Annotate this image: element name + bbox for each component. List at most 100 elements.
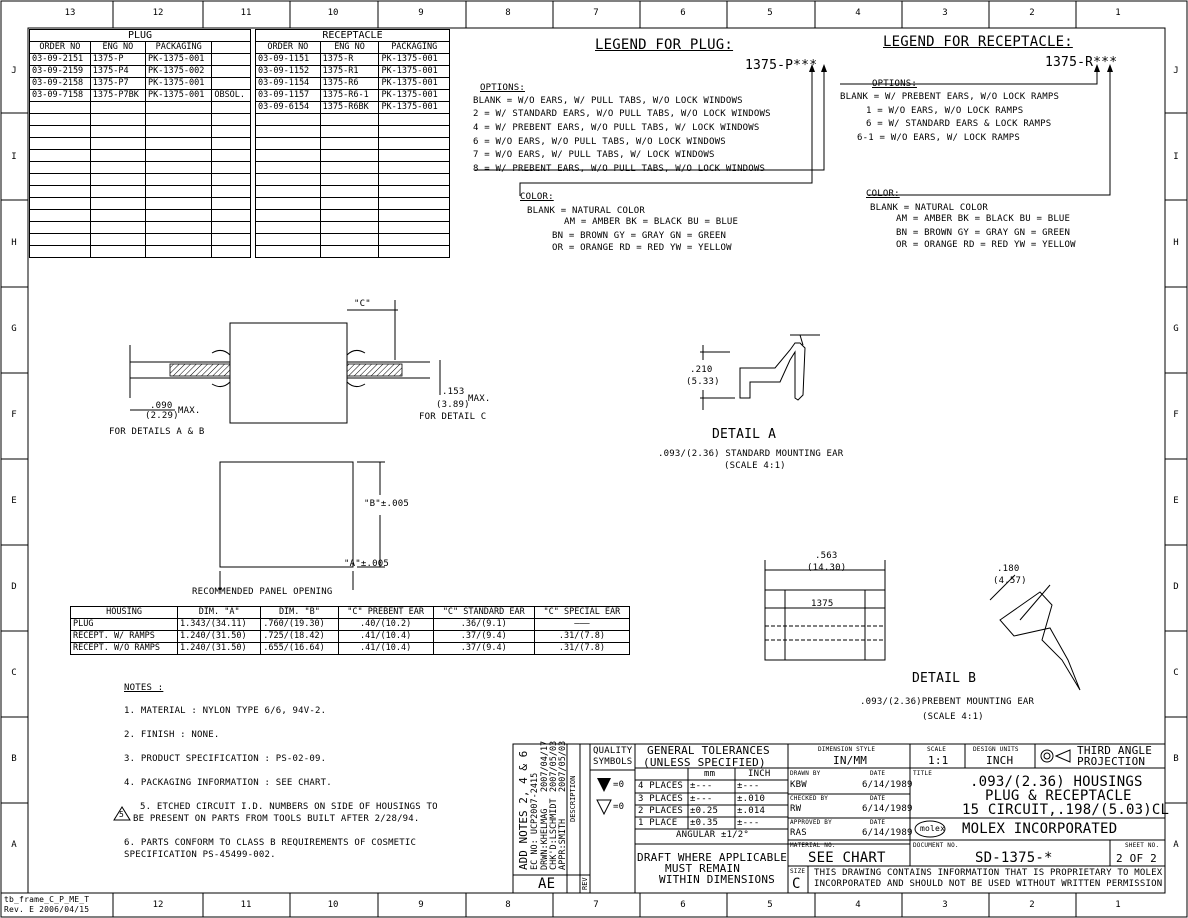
design-units-value: INCH: [986, 754, 1014, 767]
legend-receptacle-option: 6 = W/ STANDARD EARS & LOCK RAMPS: [866, 119, 1052, 129]
zone-top-1: 1: [1115, 8, 1121, 18]
legend-plug-color: BLANK = NATURAL COLOR: [527, 206, 645, 216]
zone-right-c: C: [1173, 668, 1179, 678]
table-cell: 03-09-1152: [255, 65, 321, 78]
zone-top-8: 8: [505, 8, 511, 18]
legend-plug-option: 2 = W/ STANDARD EARS, W/O PULL TABS, W/O…: [473, 109, 771, 119]
table-cell: 03-09-6154: [255, 101, 321, 114]
table-cell: .40/(10.2): [337, 618, 434, 631]
molex-logo: molex: [920, 824, 946, 833]
plug-header-order: ORDER NO: [29, 41, 91, 54]
zone-top-2: 2: [1029, 8, 1035, 18]
zone-top-13: 13: [64, 8, 76, 18]
note-item: 5. ETCHED CIRCUIT I.D. NUMBERS ON SIDE O…: [140, 802, 438, 812]
legend-receptacle-color-label: COLOR:: [866, 189, 900, 199]
scale-label: SCALE: [927, 746, 947, 753]
company-name: MOLEX INCORPORATED: [962, 821, 1118, 837]
table-cell: 1375-P7: [89, 77, 147, 90]
table-cell: 03-09-1154: [255, 77, 321, 90]
legend-receptacle-color: BLANK = NATURAL COLOR: [870, 203, 988, 213]
document-label: DOCUMENT NO.: [913, 842, 959, 849]
table-cell: 1.343/(34.11): [177, 618, 262, 631]
legend-plug-part: 1375-P***: [745, 58, 818, 73]
sheet-label: SHEET NO.: [1125, 842, 1160, 849]
zone-right-g: G: [1173, 324, 1179, 334]
legend-plug-color-label: COLOR:: [520, 192, 554, 202]
table-cell: 1375-P7BK: [89, 89, 147, 102]
notes-title: NOTES :: [124, 683, 164, 693]
tol-row-inch: ±---: [737, 818, 760, 828]
checked-by-label: CHECKED BY: [790, 795, 829, 802]
zone-bottom-6: 6: [680, 900, 686, 910]
table-cell: 1375-P: [89, 53, 147, 66]
table-cell: PK-1375-001: [378, 89, 450, 102]
frame-revision: Rev. E 2006/04/15: [4, 905, 90, 914]
checked-by: RW: [790, 804, 802, 814]
plug-table-title: PLUG: [29, 29, 251, 42]
table-cell: [211, 77, 251, 90]
zone-left-a: A: [11, 840, 17, 850]
zone-bottom-2: 2: [1029, 900, 1035, 910]
dim-153-max: MAX.: [468, 394, 491, 404]
detail-a-caption: .093/(2.36) STANDARD MOUNTING EAR: [658, 449, 844, 459]
zone-top-6: 6: [680, 8, 686, 18]
detail-b-dim: .180: [997, 564, 1020, 574]
zone-bottom-9: 9: [418, 900, 424, 910]
zone-bottom-8: 8: [505, 900, 511, 910]
table-cell: 1375-R1: [319, 65, 380, 78]
table-cell: 1375-R: [319, 53, 380, 66]
zone-bottom-7: 7: [593, 900, 599, 910]
zone-top-12: 12: [152, 8, 164, 18]
zone-top-4: 4: [855, 8, 861, 18]
table-row-empty: [29, 209, 251, 222]
tol-row-mm: ±0.25: [690, 806, 719, 816]
legend-receptacle-options-label: OPTIONS:: [872, 79, 917, 89]
scale-value: 1:1: [928, 754, 949, 767]
quality-label: QUALITY: [593, 746, 633, 756]
panel-header: "C" PREBENT EAR: [337, 606, 434, 619]
checked-date: 6/14/1989: [862, 804, 913, 814]
plug-header-eng: ENG NO: [89, 41, 147, 54]
must-remain-note: MUST REMAIN: [665, 862, 741, 875]
detail-a-dim-mm: (5.33): [686, 377, 720, 387]
projection-line2: PROJECTION: [1077, 755, 1146, 768]
tol-row-mm: ±0.35: [690, 818, 719, 828]
tol-row-label: 2 PLACES: [638, 806, 683, 816]
zone-right-b: B: [1173, 754, 1179, 764]
table-cell: PK-1375-001: [378, 101, 450, 114]
zone-bottom-12: 12: [152, 900, 164, 910]
zone-left-c: C: [11, 668, 17, 678]
table-cell: 03-09-2158: [29, 77, 91, 90]
symbols-label: SYMBOLS: [593, 757, 633, 767]
draft-note: DRAFT WHERE APPLICABLE: [637, 851, 788, 864]
zone-left-h: H: [11, 238, 17, 248]
zone-top-3: 3: [942, 8, 948, 18]
note-item: BE PRESENT ON PARTS FROM TOOLS BUILT AFT…: [133, 814, 420, 824]
table-row-empty: [29, 125, 251, 138]
table-cell: PK-1375-001: [378, 65, 450, 78]
table-cell: .31/(7.8): [533, 642, 631, 655]
revision-date: 2007/05/03: [558, 740, 568, 792]
zone-bottom-11: 11: [240, 900, 252, 910]
table-cell: 1375-R6: [319, 77, 380, 90]
legend-receptacle-title: LEGEND FOR RECEPTACLE:: [883, 34, 1073, 50]
panel-header: "C" SPECIAL EAR: [533, 606, 631, 619]
tol-row-label: 3 PLACES: [638, 794, 683, 804]
frame-name: tb_frame_C_P_ME_T: [4, 895, 90, 904]
zone-right-f: F: [1173, 410, 1179, 420]
zone-top-7: 7: [593, 8, 599, 18]
table-cell: .41/(10.4): [337, 642, 434, 655]
for-detail-c: FOR DETAIL C: [419, 412, 487, 422]
legend-plug-title: LEGEND FOR PLUG:: [595, 37, 734, 53]
tol-row-inch: ±.014: [737, 806, 766, 816]
note-item: 1. MATERIAL : NYLON TYPE 6/6, 94V-2.: [124, 706, 327, 716]
receptacle-table-title: RECEPTACLE: [255, 29, 450, 42]
tol-row-mm: ±---: [690, 794, 713, 804]
zone-left-e: E: [11, 496, 17, 506]
dim-090: .090: [150, 401, 173, 411]
table-cell: 03-09-1157: [255, 89, 321, 102]
table-cell: [211, 65, 251, 78]
tol-mm-header: mm: [704, 769, 716, 779]
